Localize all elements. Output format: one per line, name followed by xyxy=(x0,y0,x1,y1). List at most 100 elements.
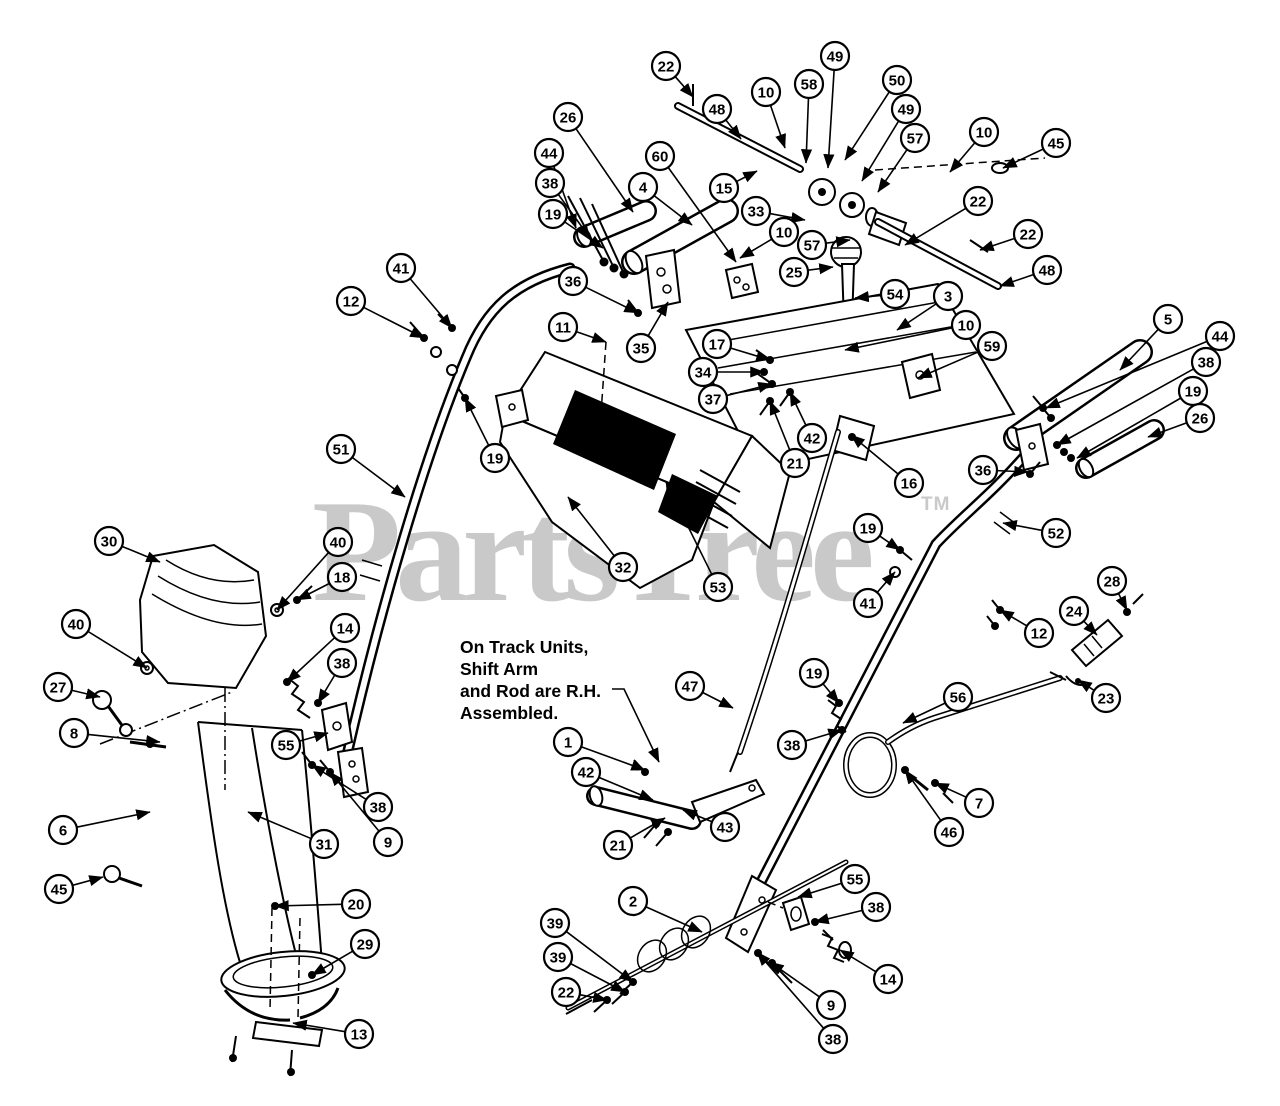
callout-number-6: 6 xyxy=(59,823,67,840)
callout-number-38: 38 xyxy=(370,800,387,817)
left-handle-tube xyxy=(336,262,576,799)
callout-40 xyxy=(60,608,92,640)
callout-number-13: 13 xyxy=(351,1027,368,1044)
callout-number-1: 1 xyxy=(564,735,572,752)
callout-number-48: 48 xyxy=(1039,263,1056,280)
leader-line-45 xyxy=(72,875,104,887)
callout-27 xyxy=(42,671,74,703)
callout-number-40: 40 xyxy=(68,617,85,634)
callout-17 xyxy=(701,328,733,360)
callout-number-38: 38 xyxy=(825,1032,842,1049)
leader-line-31 xyxy=(247,811,312,840)
callout-49 xyxy=(890,93,922,125)
callout-21 xyxy=(602,829,634,861)
callout-14 xyxy=(872,963,904,995)
callout-number-22: 22 xyxy=(1020,227,1037,244)
leader-line-60 xyxy=(667,166,737,263)
callout-44 xyxy=(1204,320,1236,352)
lower-right-rod xyxy=(827,546,1144,804)
callout-number-36: 36 xyxy=(565,274,582,291)
callout-23 xyxy=(1090,682,1122,714)
callout-38 xyxy=(817,1023,849,1055)
callout-36 xyxy=(557,265,589,297)
callout-38 xyxy=(362,791,394,823)
callout-1 xyxy=(552,726,584,758)
leader-line-37 xyxy=(726,381,773,397)
callout-number-3: 3 xyxy=(944,289,952,306)
leader-line-8 xyxy=(87,733,161,747)
callout-42 xyxy=(796,422,828,454)
callout-14 xyxy=(329,612,361,644)
callout-number-42: 42 xyxy=(578,765,595,782)
callout-number-38: 38 xyxy=(542,176,559,193)
leader-line-2 xyxy=(645,906,703,933)
callout-number-45: 45 xyxy=(51,882,68,899)
leader-line-19 xyxy=(564,221,604,249)
callout-number-40: 40 xyxy=(330,535,347,552)
callout-number-14: 14 xyxy=(880,972,897,989)
callout-number-26: 26 xyxy=(1192,411,1209,428)
callout-33 xyxy=(740,195,772,227)
leader-line-42 xyxy=(598,776,654,801)
callout-number-22: 22 xyxy=(558,985,575,1002)
leader-line-24 xyxy=(1083,620,1098,636)
callout-number-53: 53 xyxy=(710,580,727,597)
callout-55 xyxy=(839,863,871,895)
callout-number-14: 14 xyxy=(337,621,354,638)
callout-5 xyxy=(1152,303,1184,335)
callout-number-42: 42 xyxy=(804,431,821,448)
callout-55 xyxy=(270,729,302,761)
leader-line-56 xyxy=(902,702,946,724)
callout-59 xyxy=(976,330,1008,362)
callout-number-32: 32 xyxy=(615,560,632,577)
leader-line-49 xyxy=(823,69,835,169)
leader-line-22 xyxy=(979,237,1015,251)
leader-line-58 xyxy=(800,97,813,164)
leader-line-33 xyxy=(769,212,806,224)
callout-number-37: 37 xyxy=(705,392,722,409)
leader-line-12 xyxy=(363,306,425,339)
callout-48 xyxy=(1031,254,1063,286)
leader-line-39 xyxy=(565,930,634,983)
callout-number-18: 18 xyxy=(334,570,351,587)
callout-number-10: 10 xyxy=(758,85,775,102)
leader-line-38 xyxy=(317,674,336,704)
callout-54 xyxy=(879,278,911,310)
note-line-3: and Rod are R.H. xyxy=(460,681,601,701)
leader-line-12 xyxy=(999,609,1028,627)
leader-line-53 xyxy=(665,481,713,575)
callout-number-39: 39 xyxy=(547,916,564,933)
lower-rods xyxy=(565,859,852,1015)
left-bracket-cluster xyxy=(140,585,354,776)
callout-46 xyxy=(933,816,965,848)
leader-line-41 xyxy=(409,278,453,329)
callout-43 xyxy=(709,811,741,843)
callout-number-19: 19 xyxy=(1185,384,1202,401)
note-line-4: Assembled. xyxy=(460,703,559,723)
callout-50 xyxy=(881,64,913,96)
callout-34 xyxy=(687,356,719,388)
callout-24 xyxy=(1058,595,1090,627)
right-shift-rod xyxy=(874,218,1002,290)
callout-number-10: 10 xyxy=(976,125,993,142)
callout-38 xyxy=(776,729,808,761)
callout-41 xyxy=(852,587,884,619)
leader-line-16 xyxy=(850,434,899,475)
callout-number-52: 52 xyxy=(1048,526,1065,543)
leader-line-54 xyxy=(854,291,882,303)
callout-7 xyxy=(963,787,995,819)
leader-line-14 xyxy=(286,636,336,683)
callout-number-57: 57 xyxy=(907,131,924,148)
callout-22 xyxy=(962,185,994,217)
callout-26 xyxy=(552,101,584,133)
callout-number-8: 8 xyxy=(70,726,78,743)
callout-22 xyxy=(550,976,582,1008)
callout-9 xyxy=(815,989,847,1021)
leader-line-55 xyxy=(797,882,842,899)
callout-10 xyxy=(768,216,800,248)
callout-60 xyxy=(644,140,676,172)
callout-36 xyxy=(967,454,999,486)
callout-number-38: 38 xyxy=(784,738,801,755)
callout-number-17: 17 xyxy=(709,337,726,354)
